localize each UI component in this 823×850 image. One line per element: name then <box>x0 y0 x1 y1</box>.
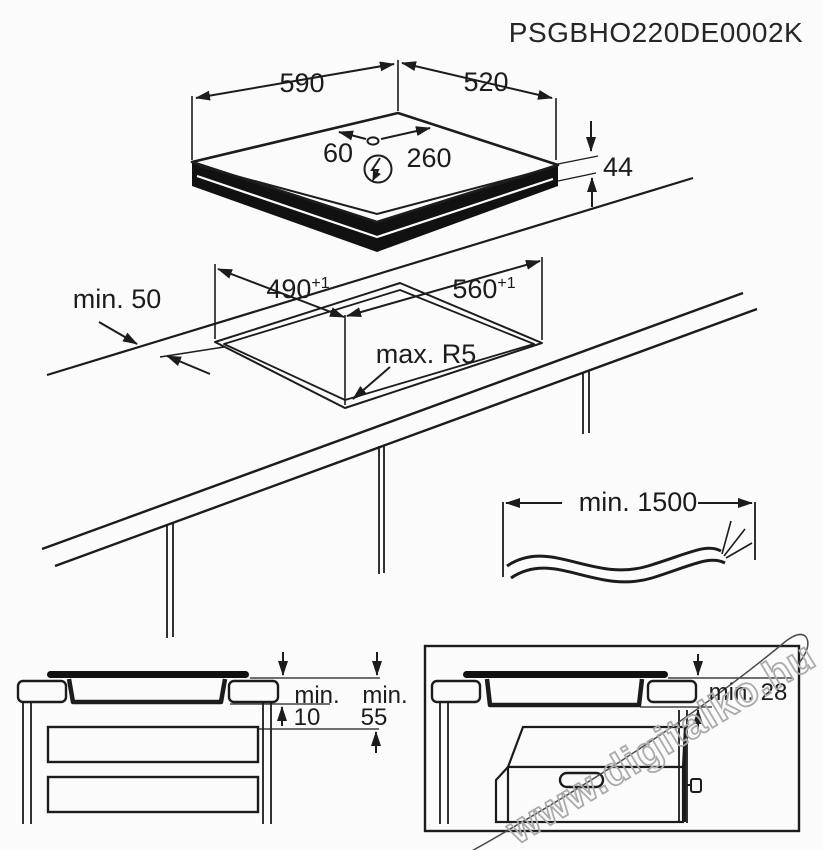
dim-label-corner-radius: max. R5 <box>375 339 477 369</box>
divider-panel <box>678 710 688 823</box>
worktop-legs <box>166 371 590 638</box>
dim-arrow-min50-a <box>98 321 138 345</box>
hob-body <box>192 163 558 252</box>
cable-wire-bottom <box>510 558 726 584</box>
hob-body-side <box>66 678 228 705</box>
dim-label-gap-min: min. <box>294 682 340 709</box>
hob-body-highlight <box>196 174 554 239</box>
dim-label-cutout-depth: 490+1 <box>266 276 329 303</box>
cutout-width-value: 560 <box>452 274 498 304</box>
view-frame <box>423 644 801 833</box>
worktop-front-edge-top <box>41 291 744 551</box>
hob-body-side <box>484 678 645 708</box>
watermark-swoosh <box>472 633 809 850</box>
hob-glass-side <box>463 671 668 678</box>
dim-line-490 <box>217 268 345 318</box>
hob-3d-view <box>190 60 599 252</box>
drawer-top <box>46 725 260 764</box>
worktop-left-piece <box>430 679 482 704</box>
cutout-depth-value: 490 <box>266 274 312 304</box>
dim-line-520 <box>401 61 553 100</box>
dim-label-cable-left: 60 <box>322 138 354 168</box>
drawer-install-view <box>16 652 382 824</box>
dim-arrow-max-r5 <box>352 366 391 400</box>
cable-frayed-ends <box>721 520 753 559</box>
dim-label-depth-value: 55 <box>360 704 388 731</box>
dim-arrow-260 <box>380 126 431 140</box>
dim-arrow-min50-b <box>166 355 211 375</box>
cutout-depth-tolerance: +1 <box>311 275 330 292</box>
cutout-width-tolerance: +1 <box>497 275 516 292</box>
drawer-bottom <box>46 775 260 814</box>
cable-entry-point <box>366 136 380 146</box>
dim-label-gap-value: 10 <box>293 704 321 731</box>
dim-label-width: 590 <box>279 68 325 98</box>
dim-label-oven-clearance: min. 28 <box>708 679 788 706</box>
fixing-knob <box>690 778 702 793</box>
dim-label-depth-min: min. <box>362 682 408 709</box>
leader-44-top <box>557 155 599 165</box>
dim-label-height: 44 <box>602 152 634 182</box>
cutout-edge-overshoot <box>159 346 225 358</box>
dim-line-590 <box>195 61 395 101</box>
oven-left-bevel <box>494 766 509 824</box>
worktop-cutout-view <box>41 176 758 638</box>
dim-line-560 <box>346 260 541 317</box>
cable-wire-top <box>506 546 722 572</box>
worktop-left-piece <box>16 679 68 704</box>
worktop-right-piece <box>646 679 698 704</box>
oven-handle <box>558 771 605 789</box>
dim-label-cable-right: 260 <box>406 143 452 173</box>
worktop-right-piece <box>227 679 280 704</box>
hob-glass-inner-edge <box>198 165 552 216</box>
dim-label-cutout-width: 560+1 <box>452 276 515 303</box>
page-title: PSGBHO220DE0002K <box>508 17 804 48</box>
oven-install-view <box>423 644 801 833</box>
leader-44-bottom <box>557 172 597 182</box>
lightning-bolt-icon <box>370 157 382 181</box>
dim-arrow-60 <box>338 130 367 141</box>
cable-view <box>502 498 756 584</box>
hob-glass-side <box>47 671 249 678</box>
worktop-front-edge-bottom <box>54 307 758 568</box>
dim-label-back-clearance: min. 50 <box>72 284 162 314</box>
dim-label-depth: 520 <box>463 67 509 97</box>
cabinet-sides <box>22 703 272 824</box>
dim-label-cable-length: min. 1500 <box>578 487 698 517</box>
cabinet-sides <box>439 703 449 824</box>
